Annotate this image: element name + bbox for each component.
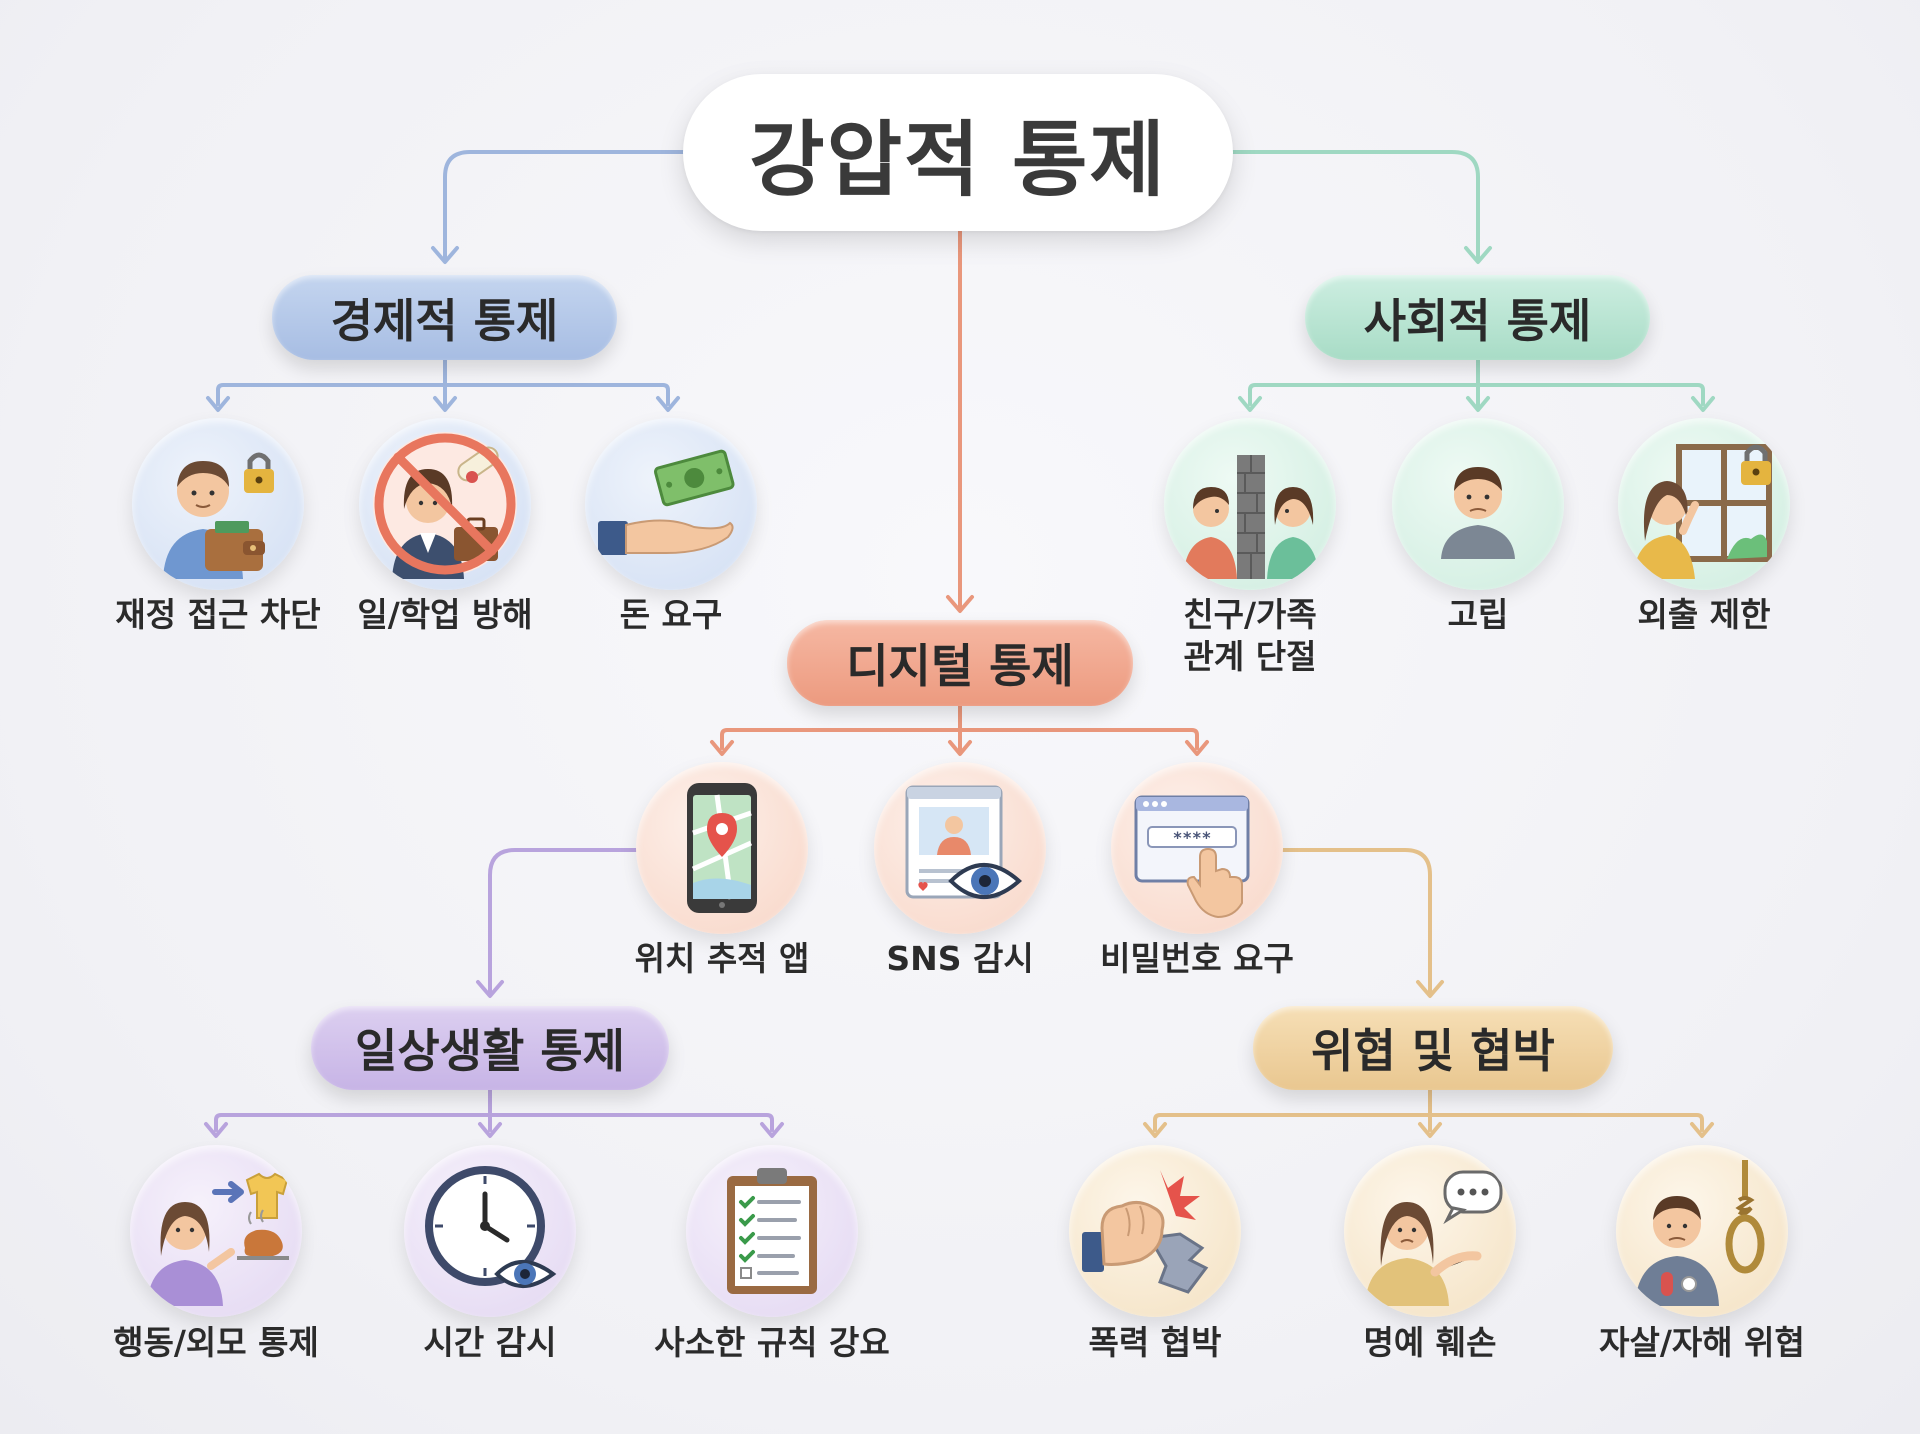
leaf-password-demand-label: 비밀번호 요구: [1100, 939, 1294, 978]
wall-separation-icon: [1183, 455, 1319, 579]
blocked-career-icon: [373, 432, 517, 579]
wallet-lock-icon: [163, 452, 274, 579]
leaf-outing-restriction: [1618, 418, 1790, 590]
leaf-defamation-label: 명예 훼손: [1363, 1323, 1497, 1362]
leaf-location-tracking-label: 위치 추적 앱: [634, 939, 810, 978]
leaf-finance-block: [132, 418, 304, 590]
leaf-work-study-obstruction: [359, 418, 531, 590]
appearance-control-icon: [147, 1172, 289, 1306]
fist-smash-icon: [1082, 1170, 1209, 1294]
leaf-finance-block-label: 재정 접근 차단: [115, 595, 321, 634]
category-daily-life: 일상생활 통제: [311, 1006, 669, 1090]
leaf-relationship-cutoff: [1164, 418, 1336, 590]
clock-eye-icon: [425, 1166, 557, 1288]
leaf-suicide-threat-label: 자살/자해 위협: [1599, 1323, 1805, 1362]
category-economic-label: 경제적 통제: [330, 293, 559, 348]
gossip-icon: [1365, 1170, 1503, 1306]
leaf-defamation: [1344, 1145, 1516, 1317]
category-daily-label: 일상생활 통제: [355, 1024, 625, 1078]
locked-window-icon: [1633, 444, 1772, 579]
label-line-1: 친구/가족: [1183, 595, 1317, 634]
leaf-petty-rules-label: 사소한 규칙 강요: [654, 1323, 890, 1362]
leaf-password-demand: ****: [1111, 762, 1283, 934]
leaf-violence-threat-label: 폭력 협박: [1088, 1323, 1222, 1362]
password-icon: ****: [1134, 795, 1250, 919]
leaf-petty-rules: [686, 1145, 858, 1317]
leaf-time-monitoring-label: 시간 감시: [423, 1323, 557, 1362]
isolated-person-icon: [1441, 467, 1515, 559]
checklist-icon: [727, 1168, 817, 1294]
leaf-money-demand-label: 돈 요구: [619, 595, 723, 634]
phone-location-icon: [687, 783, 757, 913]
category-economic: 경제적 통제: [272, 275, 617, 360]
label-line-2: 관계 단절: [1183, 637, 1317, 676]
money-hand-icon: [598, 449, 735, 555]
leaf-sns-monitoring: [874, 762, 1046, 934]
category-threat-label: 위협 및 협박: [1311, 1024, 1555, 1078]
leaf-time-monitoring: [404, 1145, 576, 1317]
root-title: 강압적 통제: [749, 113, 1167, 208]
category-social: 사회적 통제: [1305, 275, 1650, 360]
category-social-label: 사회적 통제: [1363, 293, 1592, 348]
leaf-work-study-label: 일/학업 방해: [357, 595, 533, 634]
password-mask: ****: [1173, 828, 1212, 847]
category-digital: 디지털 통제: [787, 620, 1133, 706]
leaf-isolation-label: 고립: [1447, 595, 1509, 634]
leaf-money-demand: [585, 418, 757, 590]
root-node: 강압적 통제: [683, 74, 1233, 231]
leaf-violence-threat: [1069, 1145, 1241, 1317]
category-digital-label: 디지털 통제: [846, 639, 1074, 693]
sns-eye-icon: [905, 785, 1023, 899]
leaf-relationship-cutoff-label: 친구/가족 관계 단절: [1120, 594, 1380, 678]
leaf-location-tracking: [636, 762, 808, 934]
leaf-sns-monitoring-label: SNS 감시: [886, 939, 1034, 978]
category-threat: 위협 및 협박: [1253, 1006, 1613, 1090]
leaf-behavior-appearance: [130, 1145, 302, 1317]
noose-icon: [1635, 1160, 1765, 1306]
leaf-isolation: [1392, 418, 1564, 590]
leaf-outing-restriction-label: 외출 제한: [1637, 595, 1771, 634]
leaf-suicide-self-harm-threat: [1616, 1145, 1788, 1317]
leaf-behavior-appearance-label: 행동/외모 통제: [113, 1323, 319, 1362]
